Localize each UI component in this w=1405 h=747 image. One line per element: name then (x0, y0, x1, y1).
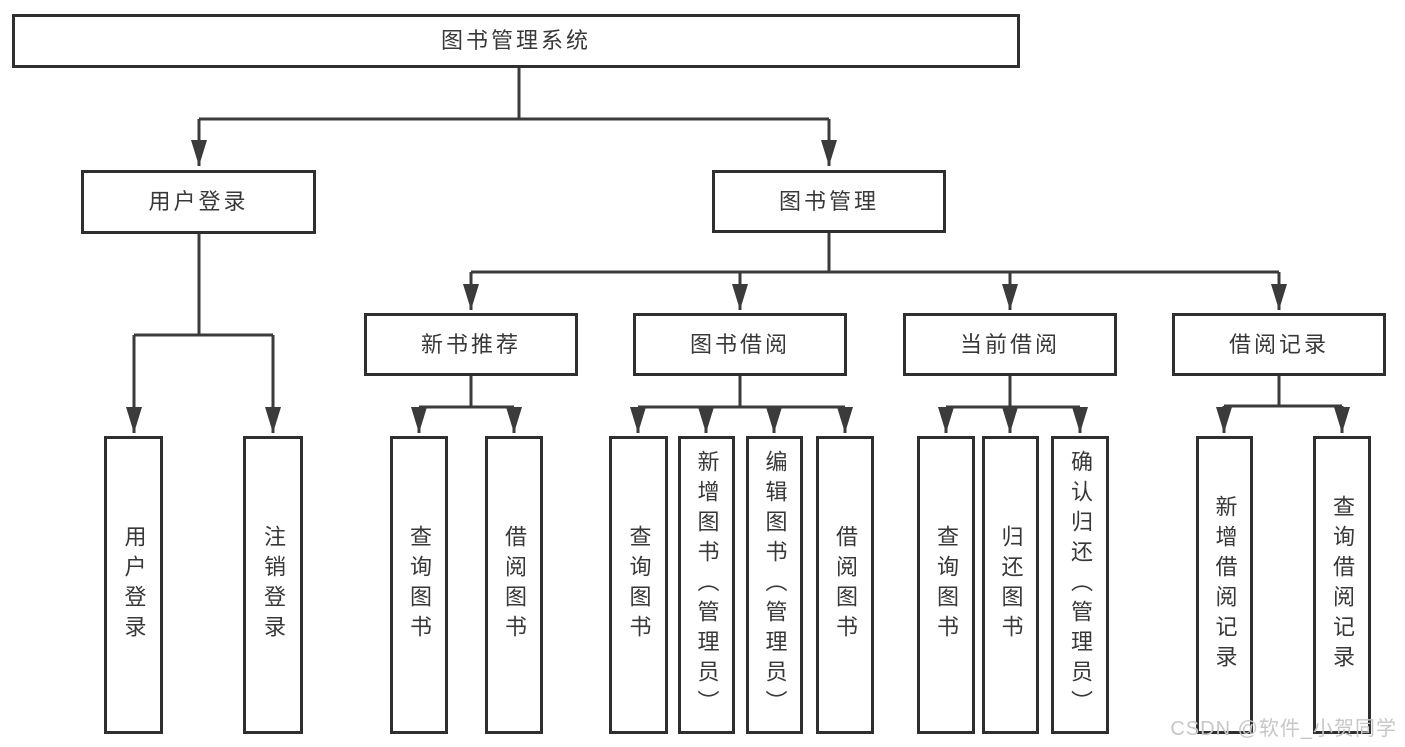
branch-book-mgmt-box: 图书管理 (712, 170, 946, 233)
leaf-newbook-query-books-box: 查询图书 (390, 436, 448, 734)
leaf-current-query-books-label: 查询图书 (934, 525, 959, 645)
section-book-borrow-box: 图书借阅 (633, 313, 847, 376)
leaf-records-query-record-box: 查询借阅记录 (1313, 436, 1371, 734)
leaf-user-login-label: 用户登录 (121, 525, 147, 645)
leaf-borrow-borrow-books-box: 借阅图书 (816, 436, 874, 734)
leaf-records-add-record-box: 新增借阅记录 (1196, 436, 1253, 734)
leaf-user-login-box: 用户登录 (104, 436, 163, 734)
leaf-current-return-books-box: 归还图书 (982, 436, 1039, 734)
root-label: 图书管理系统 (440, 28, 591, 53)
section-new-book-label: 新书推荐 (420, 331, 521, 357)
leaf-records-query-record-label: 查询借阅记录 (1330, 495, 1355, 675)
leaf-records-add-record-label: 新增借阅记录 (1212, 495, 1238, 675)
leaf-newbook-borrow-books-box: 借阅图书 (485, 436, 543, 734)
leaf-logout-box: 注销登录 (243, 436, 303, 734)
csdn-watermark: CSDN @软件_小贺同学 (1170, 718, 1397, 740)
leaf-logout-label: 注销登录 (261, 525, 286, 645)
leaf-newbook-borrow-books-label: 借阅图书 (502, 525, 527, 645)
branch-user-login-box: 用户登录 (81, 170, 316, 234)
leaf-borrow-query-books-label: 查询图书 (626, 525, 652, 645)
section-borrow-records-box: 借阅记录 (1172, 313, 1386, 376)
leaf-newbook-query-books-label: 查询图书 (407, 525, 432, 645)
section-new-book-box: 新书推荐 (364, 313, 578, 376)
leaf-current-query-books-box: 查询图书 (917, 436, 975, 734)
section-book-borrow-label: 图书借阅 (689, 331, 790, 357)
leaf-borrow-add-books-box: 新增图书（管理员） (678, 436, 735, 734)
section-current-borrow-box: 当前借阅 (903, 313, 1117, 376)
leaf-borrow-add-books-label: 新增图书（管理员） (694, 450, 720, 720)
leaf-borrow-edit-books-label: 编辑图书（管理员） (762, 450, 788, 720)
branch-book-mgmt-label: 图书管理 (778, 188, 879, 214)
leaf-borrow-borrow-books-label: 借阅图书 (833, 525, 858, 645)
section-current-borrow-label: 当前借阅 (959, 331, 1060, 357)
root-box: 图书管理系统 (12, 14, 1020, 68)
section-borrow-records-label: 借阅记录 (1228, 331, 1329, 357)
leaf-borrow-edit-books-box: 编辑图书（管理员） (746, 436, 803, 734)
leaf-borrow-query-books-box: 查询图书 (609, 436, 668, 734)
leaf-current-confirm-return-box: 确认归还（管理员） (1051, 436, 1109, 734)
branch-user-login-label: 用户登录 (148, 189, 249, 214)
leaf-current-confirm-return-label: 确认归还（管理员） (1068, 450, 1093, 720)
leaf-current-return-books-label: 归还图书 (998, 525, 1024, 645)
